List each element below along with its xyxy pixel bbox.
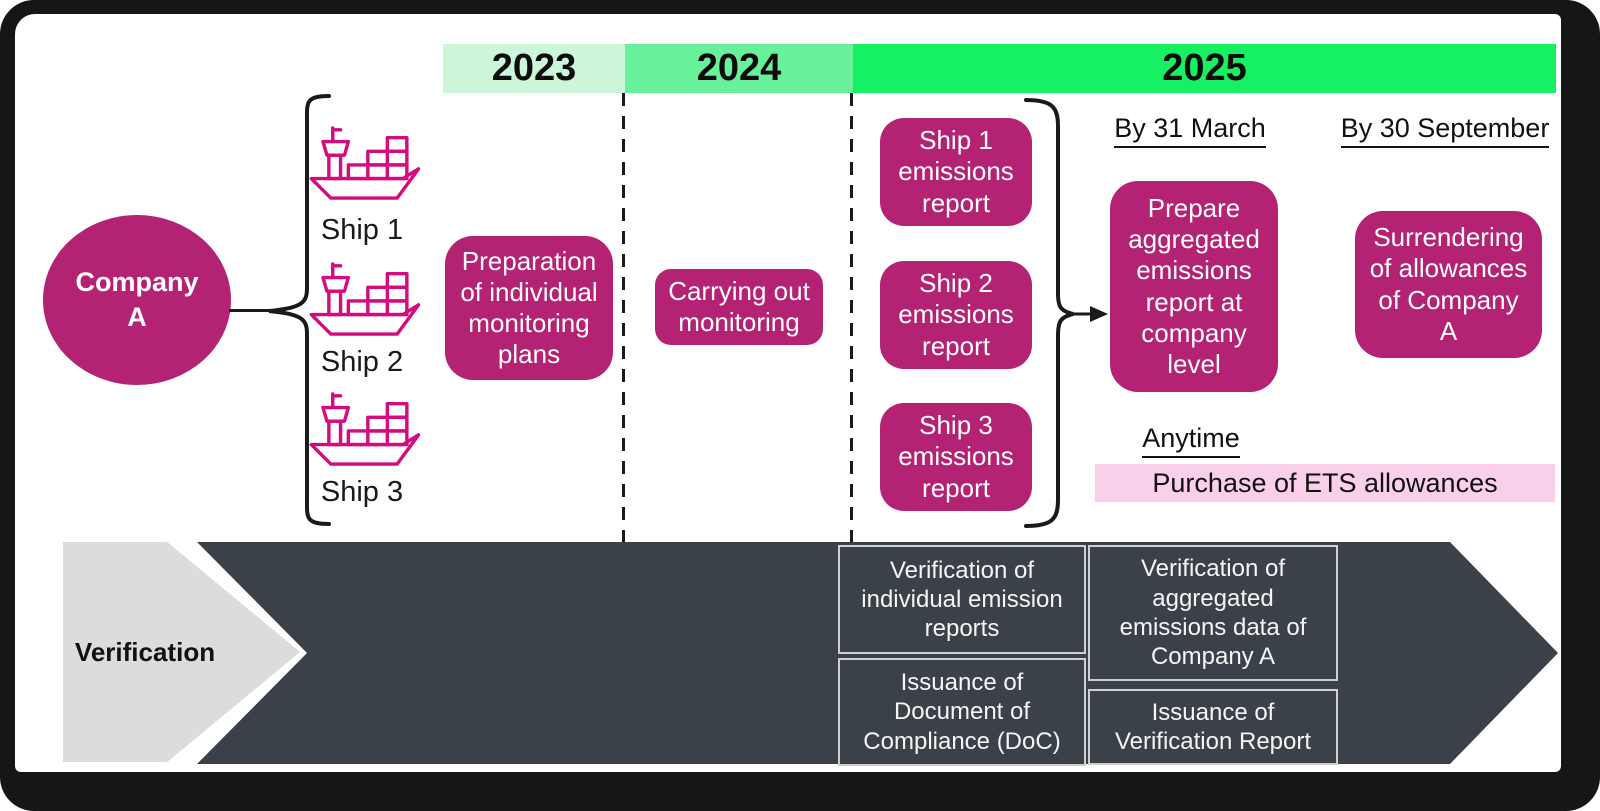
ship-2-label: Ship 2 [320,345,404,378]
year-header-2025: 2025 [853,44,1556,93]
ship-3-label: Ship 3 [320,475,404,508]
year-header-2024: 2024 [625,44,853,93]
deadline-anytime: Anytime [1101,423,1281,458]
verification-individual-reports-box: Verification of individual emission repo… [838,545,1086,654]
ship-2-emissions-report-box: Ship 2 emissions report [880,261,1032,369]
carrying-out-monitoring-box: Carrying out monitoring [655,269,823,345]
arrow-right-icon [1090,306,1108,322]
slide-canvas: 2023 2024 2025 Company A Ship 1 [15,14,1561,772]
surrendering-allowances-box: Surrendering of allowances of Company A [1355,211,1542,358]
dashed-divider-2023-2024 [622,93,625,542]
brace-left-icon [268,94,331,526]
issuance-verification-report-box: Issuance of Verification Report [1088,689,1338,765]
deadline-by-30-september: By 30 September [1335,113,1555,148]
ship-icon [309,126,421,200]
deadline-by-31-march: By 31 March [1095,113,1285,148]
verification-label: Verification [74,636,216,667]
prepare-aggregated-report-box: Prepare aggregated emissions report at c… [1110,181,1278,392]
brace-right-icon [1024,98,1108,528]
issuance-doc-box: Issuance of Document of Compliance (DoC) [838,658,1086,766]
company-a-circle: Company A [43,215,231,385]
ship-icon [309,392,421,466]
purchase-ets-allowances-bar: Purchase of ETS allowances [1095,464,1555,502]
ship-icon [309,262,421,336]
ship-1-emissions-report-box: Ship 1 emissions report [880,118,1032,226]
verification-aggregated-data-box: Verification of aggregated emissions dat… [1088,545,1338,681]
year-header-2023: 2023 [443,44,625,93]
preparation-monitoring-plans-box: Preparation of individual monitoring pla… [445,236,613,380]
ship-1-label: Ship 1 [320,213,404,246]
dashed-divider-2024-2025 [850,93,853,542]
ship-3-emissions-report-box: Ship 3 emissions report [880,403,1032,511]
company-brace-connector-line [229,309,271,312]
